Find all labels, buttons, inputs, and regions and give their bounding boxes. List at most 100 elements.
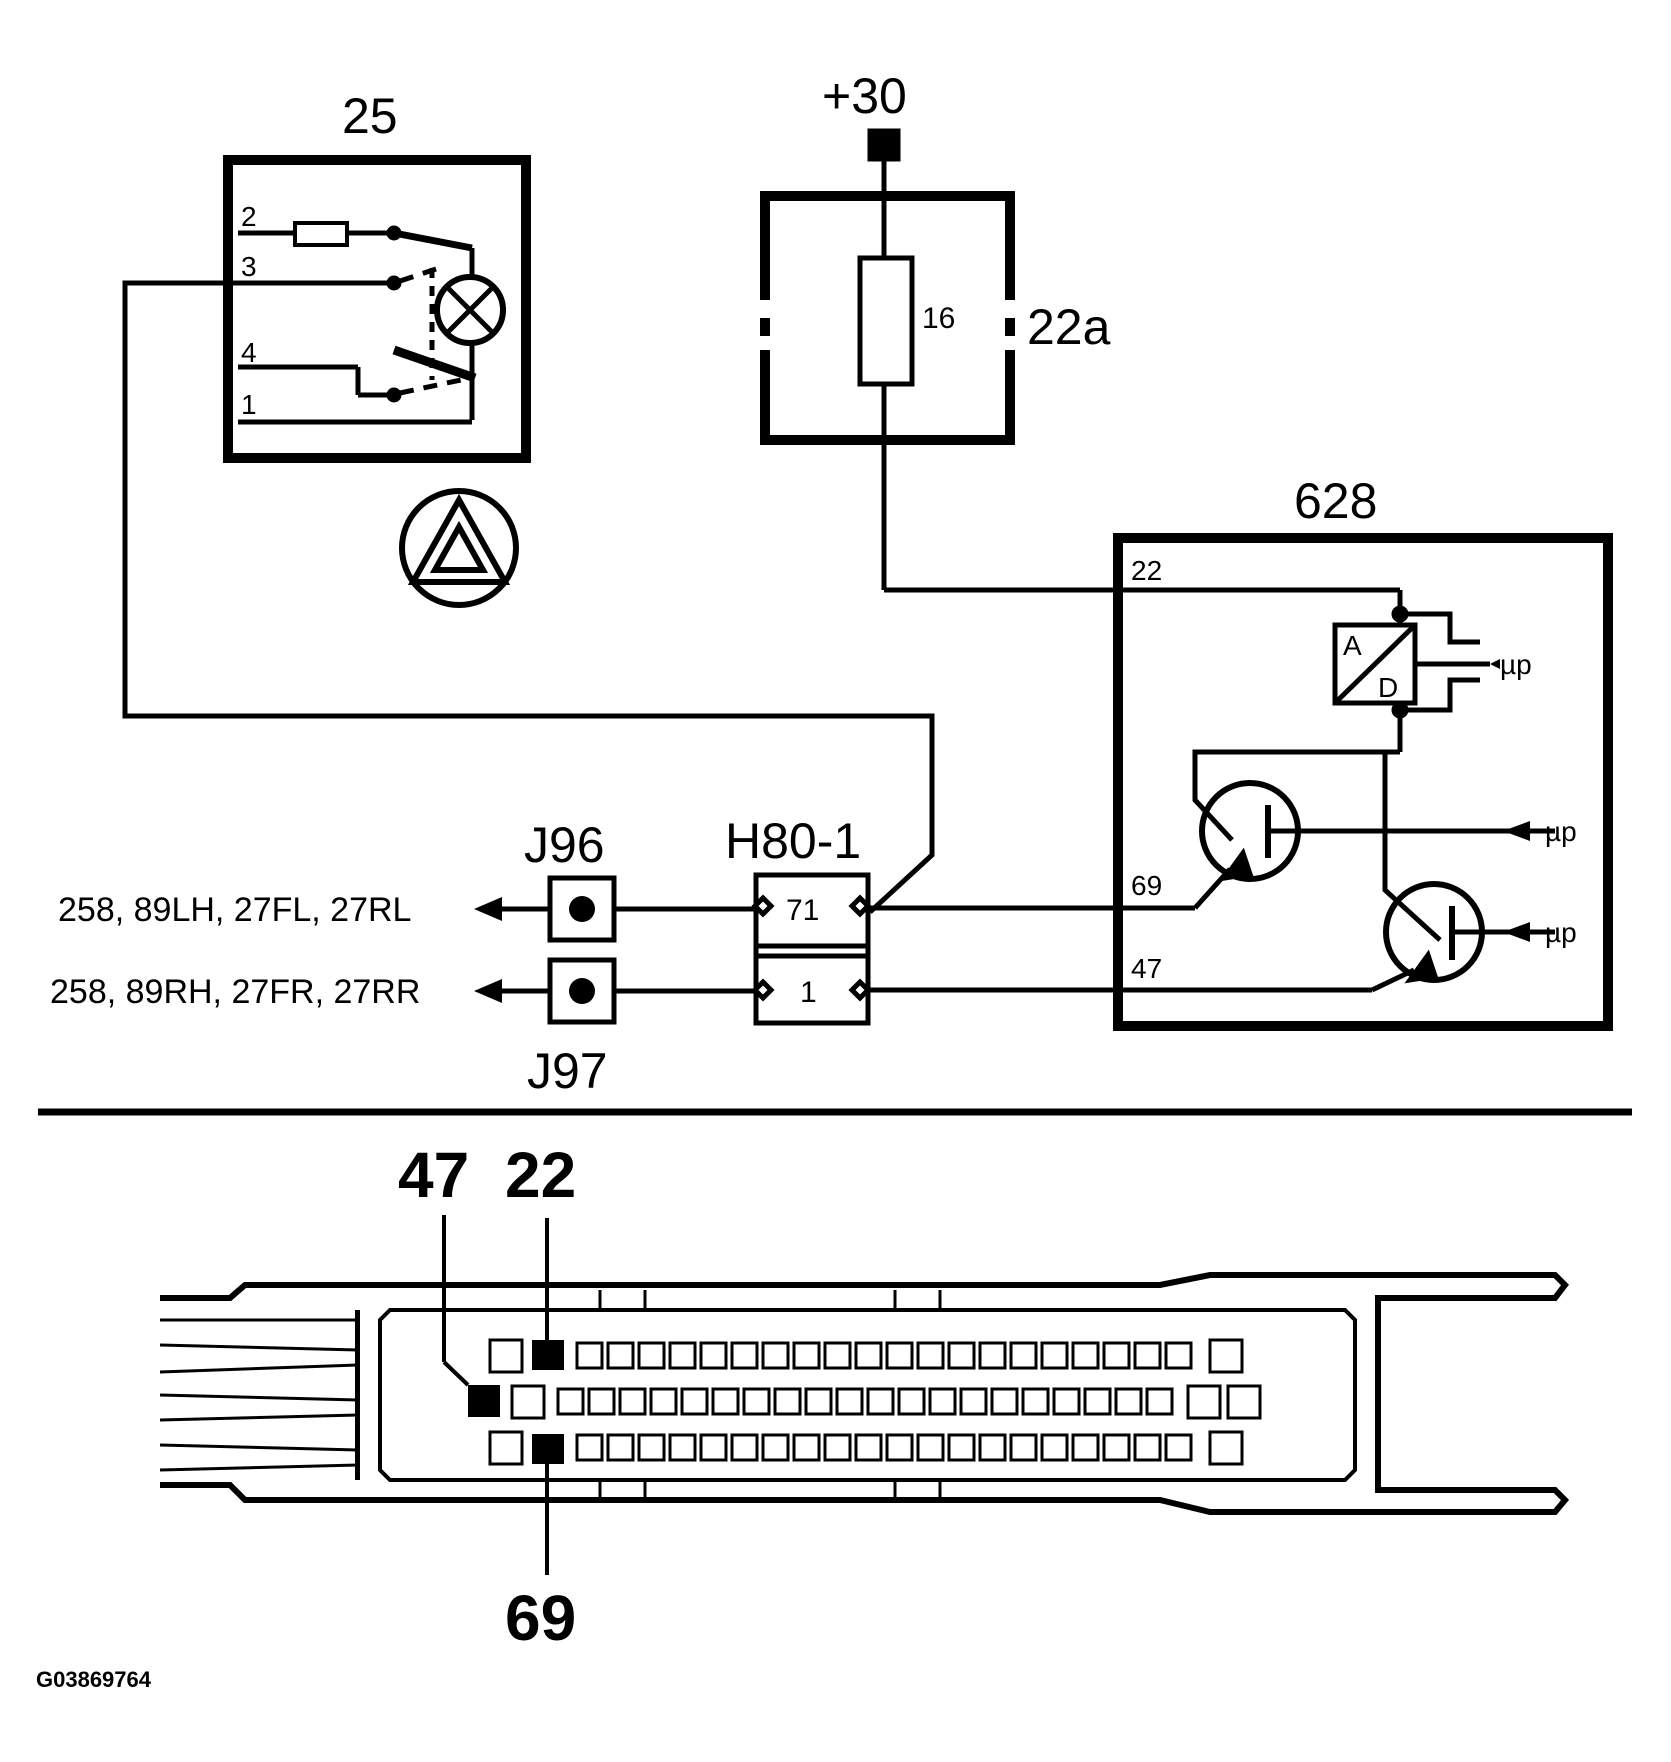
plug-cavity bbox=[947, 1341, 976, 1370]
plug-cavity bbox=[1040, 1433, 1069, 1462]
mu-input-label-2: µp bbox=[1545, 917, 1577, 948]
plug-cavity bbox=[637, 1433, 666, 1462]
output-arrow-lower bbox=[474, 979, 502, 1003]
plug-cavity bbox=[885, 1341, 914, 1370]
plug-cavity bbox=[1133, 1433, 1162, 1462]
plug-cavity bbox=[823, 1341, 852, 1370]
adc-label-a: A bbox=[1343, 630, 1362, 661]
plug-cavity bbox=[730, 1341, 759, 1370]
mu-input-label-1: µp bbox=[1545, 816, 1577, 847]
plug-cavity bbox=[1009, 1341, 1038, 1370]
plug-cavity bbox=[928, 1387, 957, 1416]
plug-cavity bbox=[897, 1387, 926, 1416]
plug-cavity bbox=[1083, 1387, 1112, 1416]
plug-cavity bbox=[978, 1433, 1007, 1462]
plug-cavity bbox=[742, 1387, 771, 1416]
plug-cavity bbox=[1102, 1433, 1131, 1462]
label-j96: J96 bbox=[524, 817, 605, 873]
plug-cavity bbox=[1145, 1387, 1174, 1416]
hazard-triangle-icon bbox=[399, 488, 519, 608]
plug-cavity bbox=[916, 1433, 945, 1462]
plug-cavity bbox=[488, 1430, 524, 1466]
plug-cavity bbox=[761, 1433, 790, 1462]
plug-cavity bbox=[1164, 1341, 1193, 1370]
wire-pin3-to-h80 bbox=[122, 280, 935, 914]
plug-cavity bbox=[730, 1433, 759, 1462]
plug-cavity bbox=[587, 1387, 616, 1416]
connector-pin-71: 71 bbox=[786, 894, 819, 927]
hazard-pin-2: 2 bbox=[241, 201, 257, 232]
plug-cavity bbox=[1208, 1338, 1244, 1374]
plug-cavity bbox=[1102, 1341, 1131, 1370]
plug-cavity bbox=[761, 1341, 790, 1370]
mu-input-arrow-2 bbox=[1503, 922, 1530, 942]
plug-cavity bbox=[885, 1433, 914, 1462]
plug-cavity bbox=[978, 1341, 1007, 1370]
plug-cavity bbox=[1208, 1430, 1244, 1466]
label-connector: H80-1 bbox=[725, 813, 861, 869]
plug-cavity bbox=[488, 1338, 524, 1374]
plug-cavity bbox=[680, 1387, 709, 1416]
mu-input-arrow-1 bbox=[1503, 821, 1530, 841]
plug-cavity bbox=[606, 1433, 635, 1462]
plug-cavity bbox=[947, 1433, 976, 1462]
plug-cavity bbox=[1021, 1387, 1050, 1416]
plug-cavity bbox=[1071, 1341, 1100, 1370]
adc-label-d: D bbox=[1378, 672, 1398, 703]
plug-cavity bbox=[835, 1387, 864, 1416]
plug-cavity bbox=[866, 1387, 895, 1416]
callout-47: 47 bbox=[398, 1139, 469, 1211]
label-battery: +30 bbox=[822, 68, 907, 124]
callout-22: 22 bbox=[505, 1139, 576, 1211]
plug-cavity bbox=[618, 1387, 647, 1416]
hazard-switch-box bbox=[223, 155, 531, 463]
label-j97: J97 bbox=[527, 1043, 608, 1099]
plug-cavity bbox=[575, 1341, 604, 1370]
plug-cavity bbox=[606, 1341, 635, 1370]
plug-cavity bbox=[1071, 1433, 1100, 1462]
plug-cavity bbox=[990, 1387, 1019, 1416]
plug-cavity bbox=[1009, 1433, 1038, 1462]
plug-cavity bbox=[510, 1384, 546, 1420]
connector-h80-1 bbox=[753, 872, 871, 1026]
label-module: 628 bbox=[1294, 473, 1377, 529]
switch-resistor bbox=[293, 221, 349, 247]
plug-cavity bbox=[823, 1433, 852, 1462]
plug-cavity bbox=[1133, 1341, 1162, 1370]
mu-output-label: µp bbox=[1500, 649, 1532, 680]
plug-cavity bbox=[668, 1433, 697, 1462]
plug-cavity bbox=[575, 1433, 604, 1462]
plug-cavity bbox=[711, 1387, 740, 1416]
module-pin-47: 47 bbox=[1131, 953, 1162, 984]
image-code: G03869764 bbox=[36, 1667, 152, 1692]
plug-cavity bbox=[1186, 1384, 1222, 1420]
callout-69: 69 bbox=[505, 1582, 576, 1654]
fuse-16 bbox=[857, 255, 915, 387]
plug-pin-69 bbox=[532, 1434, 564, 1464]
hazard-pin-3: 3 bbox=[241, 251, 257, 282]
plug-cavity bbox=[1052, 1387, 1081, 1416]
label-fuse-box: 22a bbox=[1027, 299, 1111, 355]
plug-pin-47 bbox=[468, 1385, 500, 1417]
output-list-lower: 258, 89RH, 27FR, 27RR bbox=[50, 973, 420, 1011]
hazard-pin-4: 4 bbox=[241, 337, 257, 368]
plug-cavity bbox=[649, 1387, 678, 1416]
plug-cavity bbox=[1114, 1387, 1143, 1416]
plug-cavity bbox=[637, 1341, 666, 1370]
plug-pin-22 bbox=[532, 1340, 564, 1370]
output-list-upper: 258, 89LH, 27FL, 27RL bbox=[58, 891, 411, 929]
plug-cavity bbox=[854, 1433, 883, 1462]
plug-cavity bbox=[854, 1341, 883, 1370]
plug-cavity bbox=[699, 1341, 728, 1370]
plug-cavity bbox=[804, 1387, 833, 1416]
plug-cavity bbox=[556, 1387, 585, 1416]
module-628-box bbox=[1113, 533, 1613, 1031]
module-plug bbox=[160, 1272, 1570, 1515]
plug-cavity bbox=[773, 1387, 802, 1416]
plug-cavity bbox=[1226, 1384, 1262, 1420]
label-hazard-switch: 25 bbox=[342, 88, 398, 144]
plug-cavity bbox=[916, 1341, 945, 1370]
battery-terminal bbox=[867, 128, 901, 162]
connector-pin-1: 1 bbox=[800, 976, 817, 1009]
